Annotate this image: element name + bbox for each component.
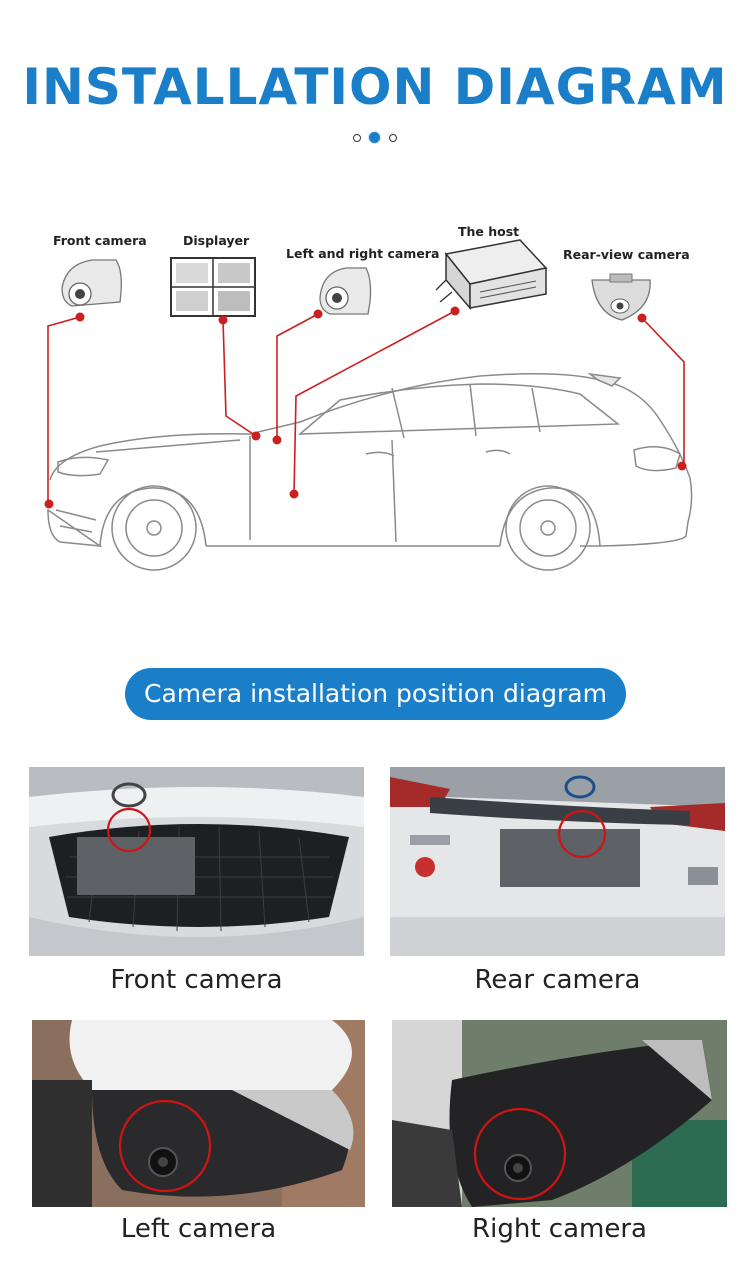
right-camera-photo <box>392 1020 727 1207</box>
label-host: The host <box>458 224 520 239</box>
side-camera-icon <box>319 267 372 315</box>
car-wiring-drawing <box>44 239 693 571</box>
wiring-points <box>44 306 687 509</box>
car-outline <box>47 372 693 571</box>
carousel-dot-3[interactable] <box>389 134 397 142</box>
label-rear-view-camera: Rear-view camera <box>563 247 690 262</box>
front-camera-photo <box>29 767 364 956</box>
section-pill: Camera installation position diagram <box>125 668 626 720</box>
caption-right-camera: Right camera <box>472 1214 647 1244</box>
caption-front-camera: Front camera <box>110 965 283 995</box>
carousel-dots[interactable] <box>351 132 399 144</box>
installation-diagram: Front camera Displayer Left and right ca… <box>0 210 750 590</box>
caption-rear-camera: Rear camera <box>474 965 641 995</box>
label-displayer: Displayer <box>183 233 250 248</box>
carousel-dot-2[interactable] <box>369 132 380 143</box>
displayer-icon <box>170 257 256 317</box>
rear-camera-photo <box>390 767 725 956</box>
rear-camera-icon <box>591 273 651 321</box>
wiring-lines <box>47 310 685 504</box>
caption-left-camera: Left camera <box>120 1214 277 1244</box>
page-title: INSTALLATION DIAGRAM <box>22 58 728 116</box>
left-camera-photo <box>32 1020 365 1207</box>
host-unit-icon <box>435 239 548 311</box>
front-camera-icon <box>61 259 122 307</box>
label-left-right-camera: Left and right camera <box>286 246 440 261</box>
carousel-dot-1[interactable] <box>353 134 361 142</box>
label-front-camera: Front camera <box>53 233 147 248</box>
